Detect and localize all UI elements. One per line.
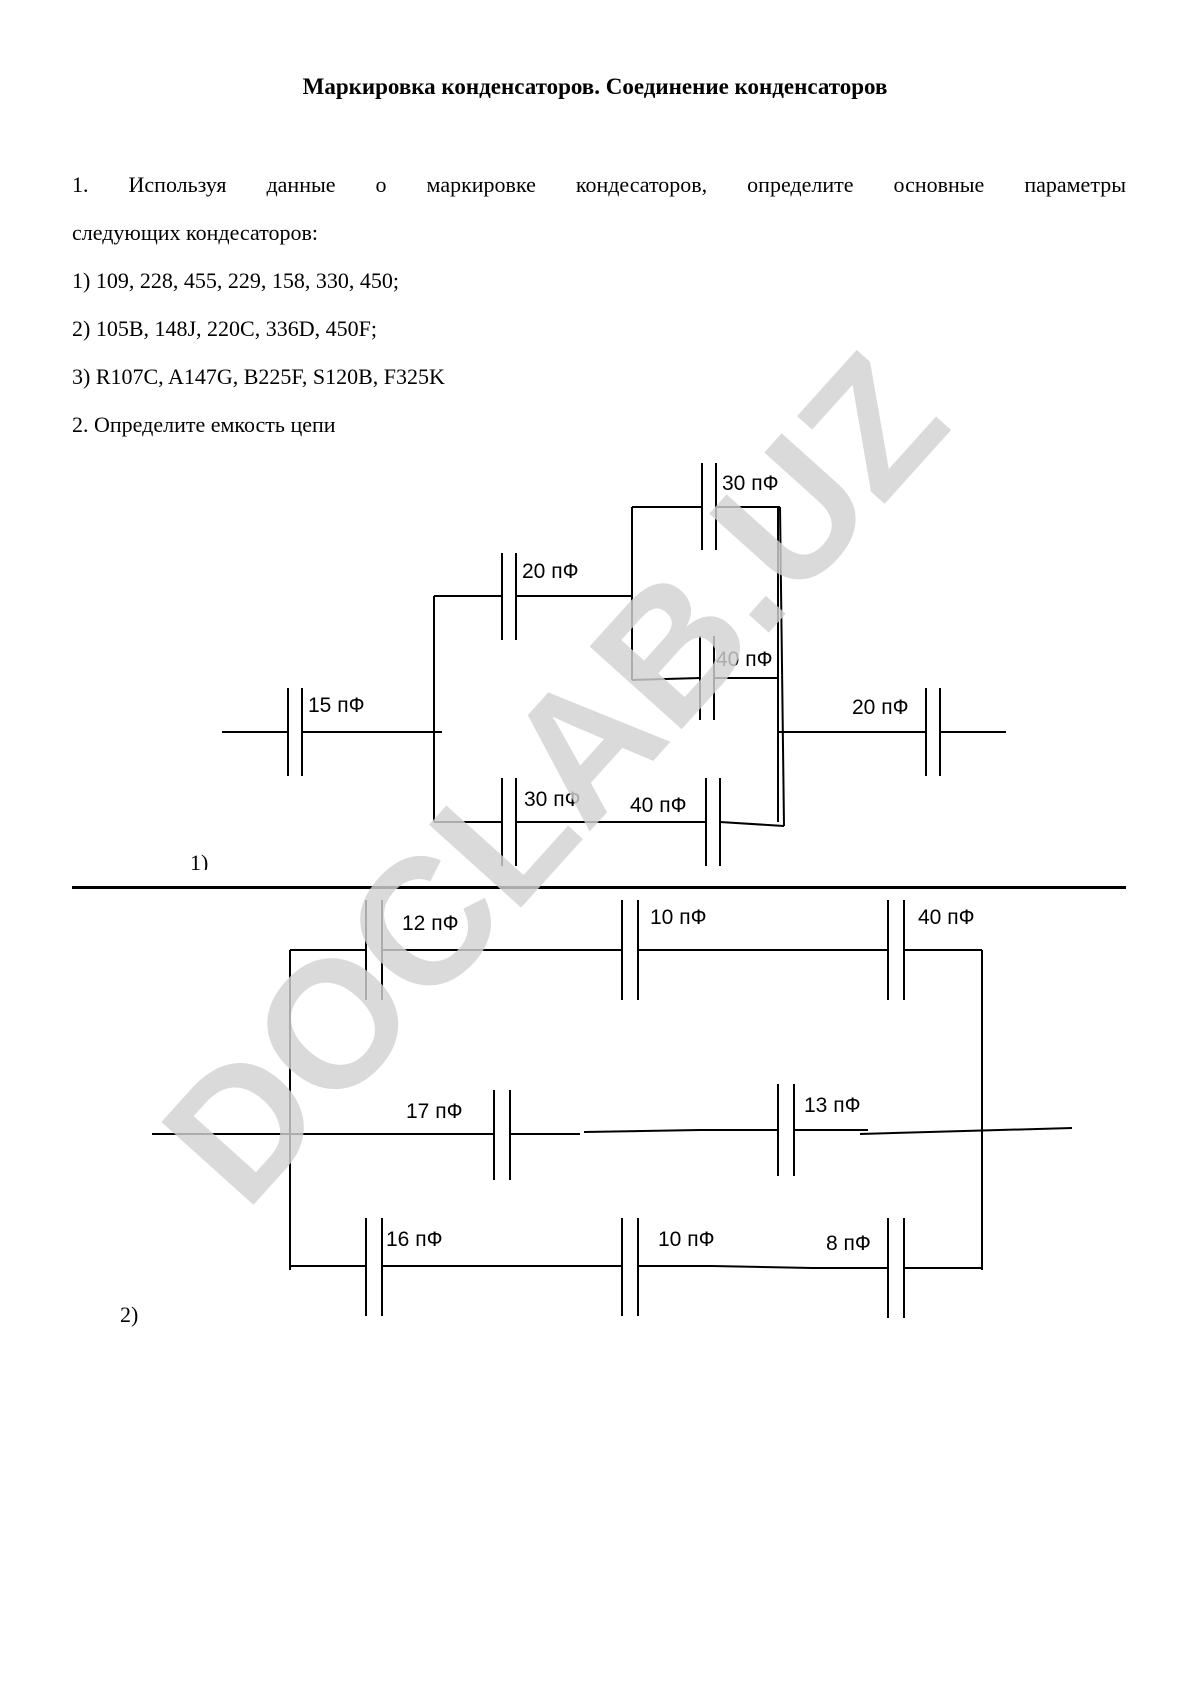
section-divider <box>72 886 1126 889</box>
marking-list-item-2: 2) 105B, 148J, 220C, 336D, 450F; <box>72 316 377 341</box>
label-20pf-top: 20 пФ <box>522 560 579 583</box>
label-20pf-right: 20 пФ <box>852 696 909 719</box>
label-15pf: 15 пФ <box>308 694 365 717</box>
label-30pf-bottom: 30 пФ <box>524 788 581 811</box>
label-40pf: 40 пФ <box>918 906 975 929</box>
label-10pf-top: 10 пФ <box>650 906 707 929</box>
label-17pf: 17 пФ <box>406 1100 463 1123</box>
task1-line1: 1. Используя данные о маркировке кондеса… <box>72 172 1126 197</box>
marking-list-item-1: 1) 109, 228, 455, 229, 158, 330, 450; <box>72 268 399 293</box>
circuit-1-number: 1) <box>190 850 208 870</box>
label-30pf-top: 30 пФ <box>722 472 779 495</box>
circuit-1-diagram: 15 пФ 20 пФ 30 пФ 40 пФ 20 пФ 30 пФ 40 п… <box>190 463 1006 870</box>
marking-list-item-3: 3) R107C, A147G, B225F, S120B, F325K <box>72 364 445 389</box>
label-40pf-mid: 40 пФ <box>716 648 773 671</box>
circuit-2-number: 2) <box>120 1302 138 1327</box>
circuit-2-diagram: 12 пФ 10 пФ 40 пФ 17 пФ 13 пФ 16 пФ 10 п… <box>120 900 1073 1327</box>
label-40pf-bottom: 40 пФ <box>630 794 687 817</box>
document-title: Маркировка конденсаторов. Соединение кон… <box>302 74 888 99</box>
label-12pf: 12 пФ <box>402 912 459 935</box>
task2-text: 2. Определите емкость цепи <box>72 412 336 437</box>
label-10pf-bottom: 10 пФ <box>658 1228 715 1251</box>
label-13pf: 13 пФ <box>804 1094 861 1117</box>
label-16pf: 16 пФ <box>386 1228 443 1251</box>
label-8pf: 8 пФ <box>826 1232 871 1255</box>
task1-line2: следующих кондесаторов: <box>72 220 318 245</box>
